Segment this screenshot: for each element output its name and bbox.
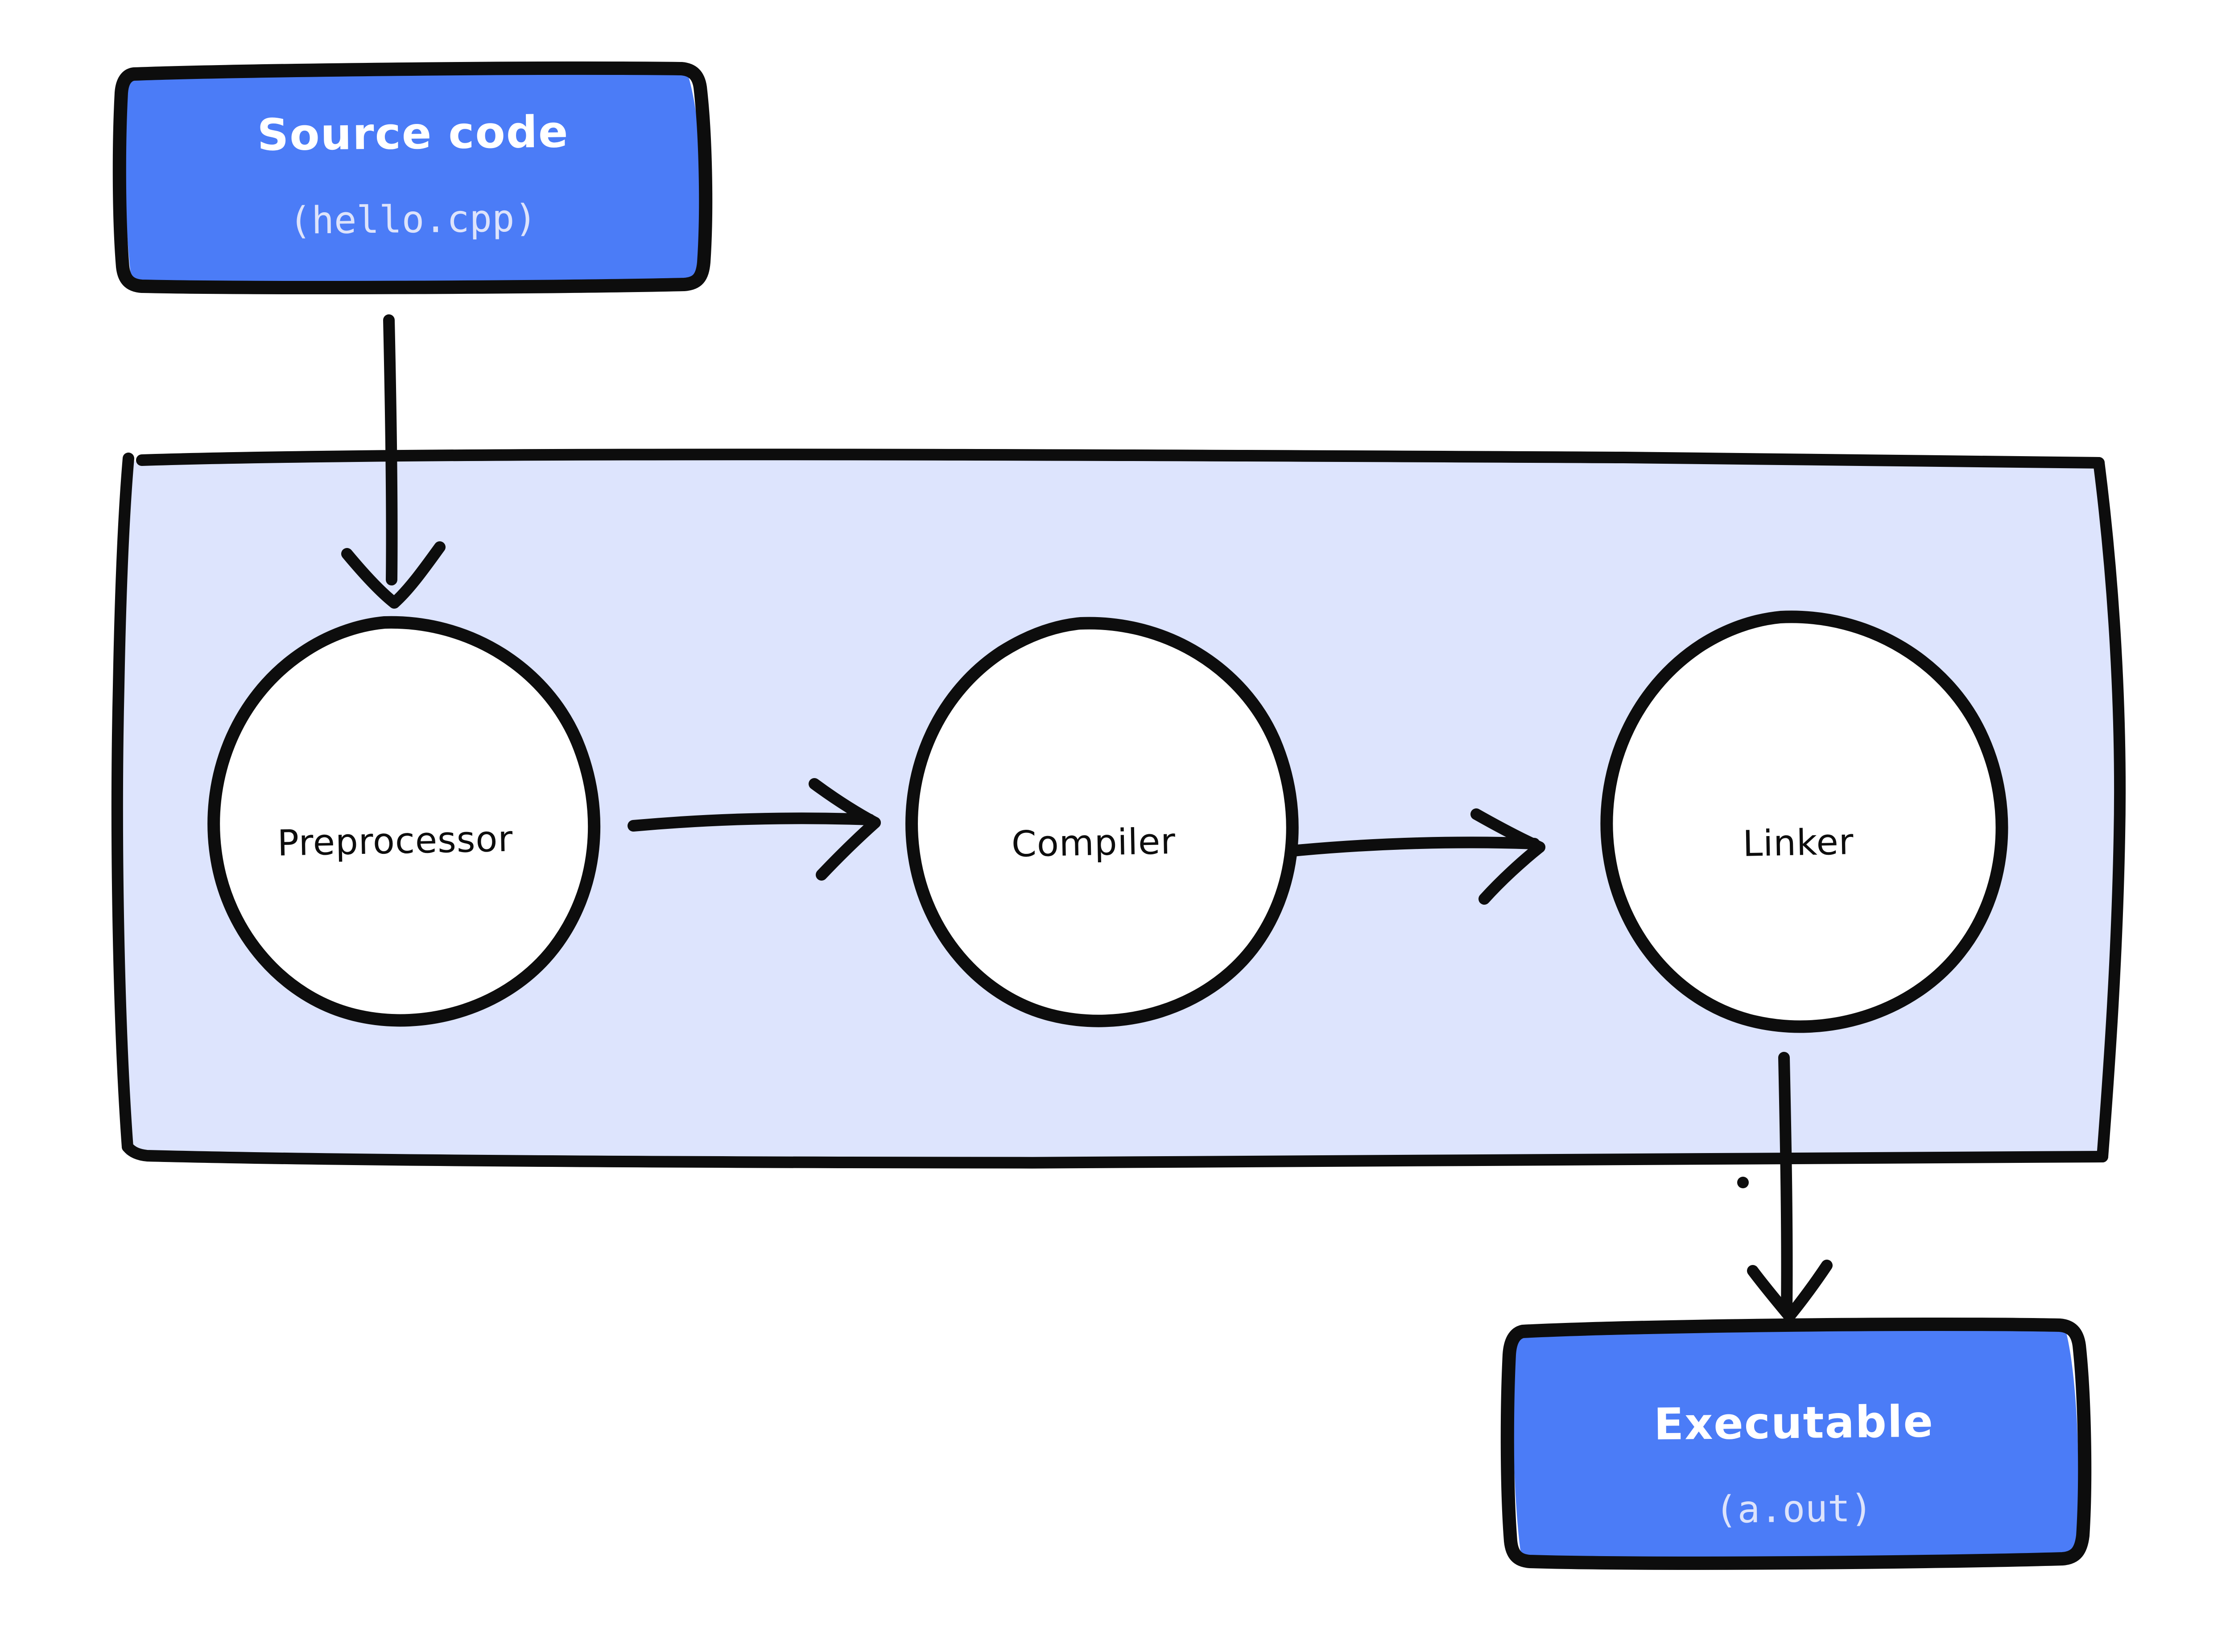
executable-box[interactable] [1500, 1317, 2092, 1570]
node-label-compiler: Compiler [1011, 820, 1176, 865]
node-linker[interactable] [1600, 610, 2008, 1033]
arrow-linker-to-executable [1737, 1052, 1833, 1322]
arrow-compiler-to-linker [1288, 808, 1545, 905]
executable-subtitle: (a.out) [1714, 1486, 1873, 1532]
source-code-title: Source code [257, 107, 569, 161]
source-code-box[interactable] [112, 61, 713, 294]
arrow-source-to-preprocessor [341, 314, 446, 609]
node-compiler[interactable] [905, 617, 1299, 1027]
arrow-preprocessor-to-compiler [628, 778, 881, 881]
node-label-linker: Linker [1742, 821, 1854, 865]
node-label-preprocessor: Preprocessor [277, 818, 514, 864]
executable-title: Executable [1653, 1396, 1934, 1450]
node-preprocessor[interactable] [207, 616, 601, 1027]
source-code-subtitle: (hello.cpp) [289, 196, 537, 243]
